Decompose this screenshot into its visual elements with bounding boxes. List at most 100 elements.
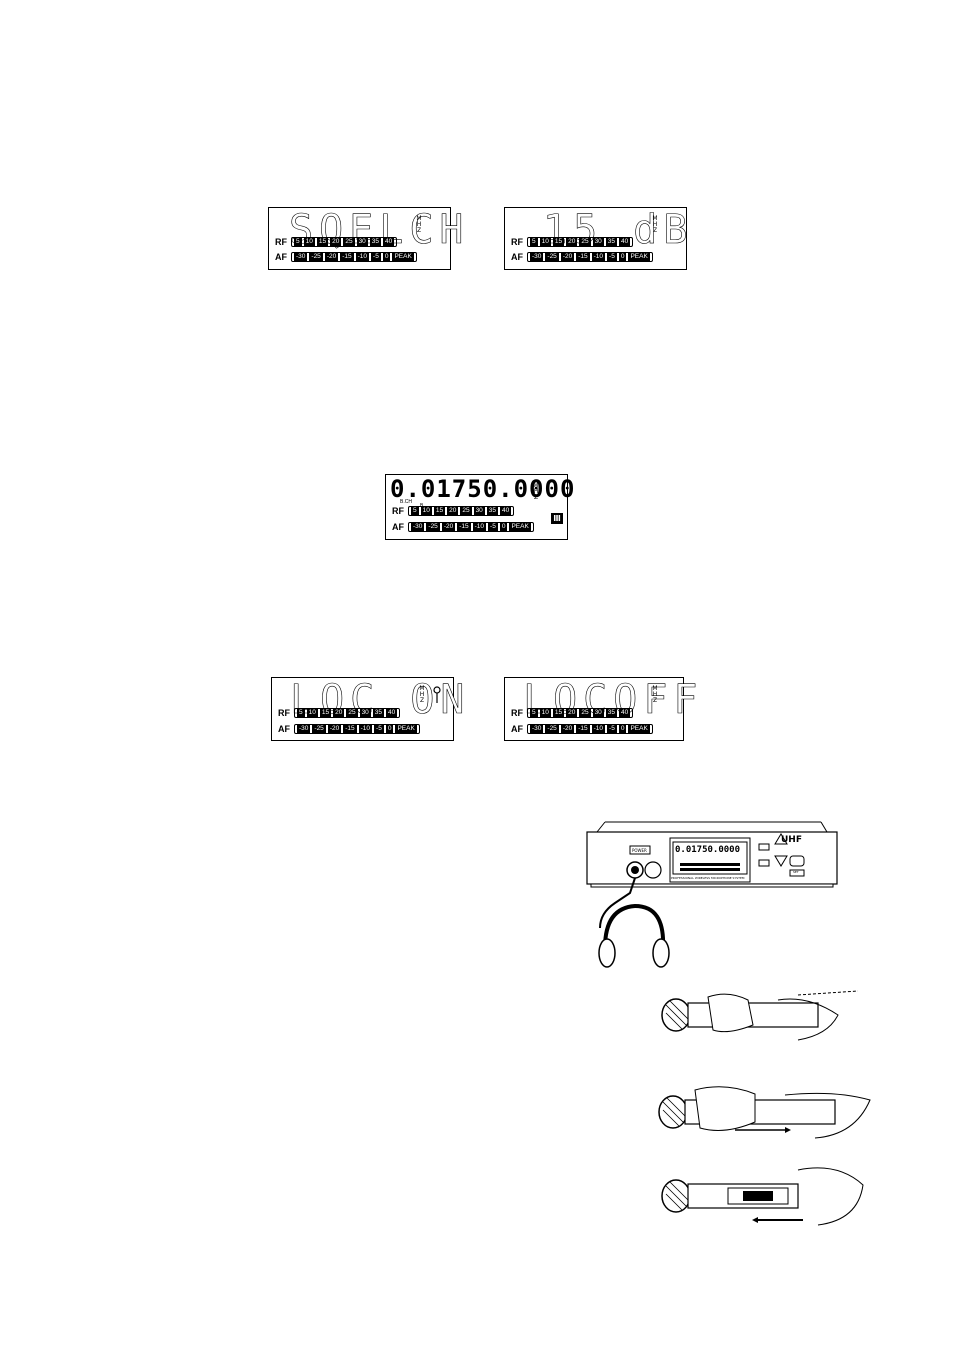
af-label: AF [511, 252, 523, 262]
rf-segment: 15 [319, 709, 332, 717]
af-segment: -30 [530, 725, 544, 733]
rf-label: RF [511, 708, 523, 718]
receiver-set-label: SET [793, 870, 799, 874]
af-segment: -30 [294, 253, 308, 261]
rf-segment: 25 [346, 709, 358, 717]
receiver-power-label: POWER [632, 848, 647, 853]
lcd-frequency-text: 0.01750.0000 [390, 475, 576, 503]
rf-segment: 25 [343, 238, 355, 246]
af-segment: PEAK [628, 725, 650, 733]
rf-segment: 40 [619, 709, 631, 717]
rf-segment: 30 [592, 709, 604, 717]
af-segment: -30 [297, 725, 311, 733]
rf-segment: 20 [447, 507, 459, 515]
rf-segment: 5 [297, 709, 305, 717]
rf-segment: 20 [330, 238, 342, 246]
af-segment: -15 [343, 725, 357, 733]
af-segment: -30 [411, 523, 425, 531]
af-label: AF [278, 724, 290, 734]
af-segment: PEAK [392, 253, 414, 261]
af-segment: -20 [324, 253, 339, 261]
microphone-battery-illustration [658, 1160, 873, 1232]
af-segment: -20 [560, 253, 575, 261]
rf-segment: 30 [473, 507, 485, 515]
af-segment: -20 [327, 725, 342, 733]
rf-segment: 15 [316, 238, 329, 246]
rf-segment: 20 [566, 709, 578, 717]
rf-segment: 35 [486, 507, 499, 515]
key-icon [433, 686, 441, 703]
af-segment: 0 [618, 725, 627, 733]
receiver-front-text: PROFESSIONAL WIRELESS MICROPHONE SYSTEM [671, 876, 745, 880]
rf-segment: 10 [420, 507, 432, 515]
rf-segment: 20 [566, 238, 578, 246]
af-segment: -15 [457, 523, 471, 531]
af-segment: -20 [560, 725, 575, 733]
rf-segment: 10 [539, 709, 551, 717]
af-segment: 0 [382, 253, 391, 261]
af-label: AF [392, 522, 404, 532]
receiver-lcd-text: 0.01750.0000 [675, 845, 741, 855]
rf-segment: 10 [303, 238, 315, 246]
rf-segment: 30 [359, 709, 371, 717]
af-segment: -30 [530, 253, 544, 261]
rf-segment: 10 [539, 238, 551, 246]
rf-segment: 20 [333, 709, 345, 717]
receiver-brand: UHF [781, 835, 802, 845]
rf-segment: 5 [294, 238, 302, 246]
rf-segment: 40 [386, 709, 398, 717]
rf-segment: 5 [411, 507, 419, 515]
af-segment: 0 [385, 725, 394, 733]
af-segment: -15 [576, 253, 590, 261]
rf-segment: 35 [372, 709, 385, 717]
af-segment: -10 [472, 523, 487, 531]
af-segment: -5 [371, 253, 381, 261]
af-segment: -10 [591, 253, 606, 261]
af-segment: -25 [426, 523, 440, 531]
rf-label: RF [511, 237, 523, 247]
rf-segment: 15 [433, 507, 446, 515]
rf-segment: 15 [552, 238, 565, 246]
microphone-open-illustration [658, 985, 868, 1055]
af-segment: PEAK [509, 523, 531, 531]
af-segment: -25 [545, 725, 559, 733]
rf-segment: 40 [383, 238, 395, 246]
receiver-illustration: UHF POWER 0.01750.0000 PROFESSIONAL WIRE… [585, 818, 840, 973]
af-segment: -10 [358, 725, 373, 733]
af-segment: PEAK [628, 253, 650, 261]
receiver-drawing [586, 821, 838, 968]
rf-segment: 10 [306, 709, 318, 717]
rf-segment: 35 [605, 709, 618, 717]
rf-label: RF [392, 506, 404, 516]
af-segment: -5 [374, 725, 384, 733]
af-segment: -10 [591, 725, 606, 733]
rf-label: RF [275, 237, 287, 247]
af-segment: -25 [312, 725, 326, 733]
rf-segment: 25 [579, 238, 591, 246]
af-segment: -10 [355, 253, 370, 261]
rf-segment: 25 [460, 507, 472, 515]
rf-segment: 15 [552, 709, 565, 717]
rf-segment: 40 [619, 238, 631, 246]
rf-segment: 30 [356, 238, 368, 246]
af-label: AF [511, 724, 523, 734]
af-segment: -20 [441, 523, 456, 531]
rf-segment: 35 [605, 238, 618, 246]
af-segment: -25 [309, 253, 323, 261]
rf-segment: 5 [530, 238, 538, 246]
af-segment: -5 [607, 253, 617, 261]
rf-segment: 35 [369, 238, 382, 246]
af-segment: -15 [576, 725, 590, 733]
rf-label: RF [278, 708, 290, 718]
af-segment: -25 [545, 253, 559, 261]
channel-label: B.CH [400, 499, 412, 505]
battery-icon: Ⅲ [551, 513, 563, 524]
